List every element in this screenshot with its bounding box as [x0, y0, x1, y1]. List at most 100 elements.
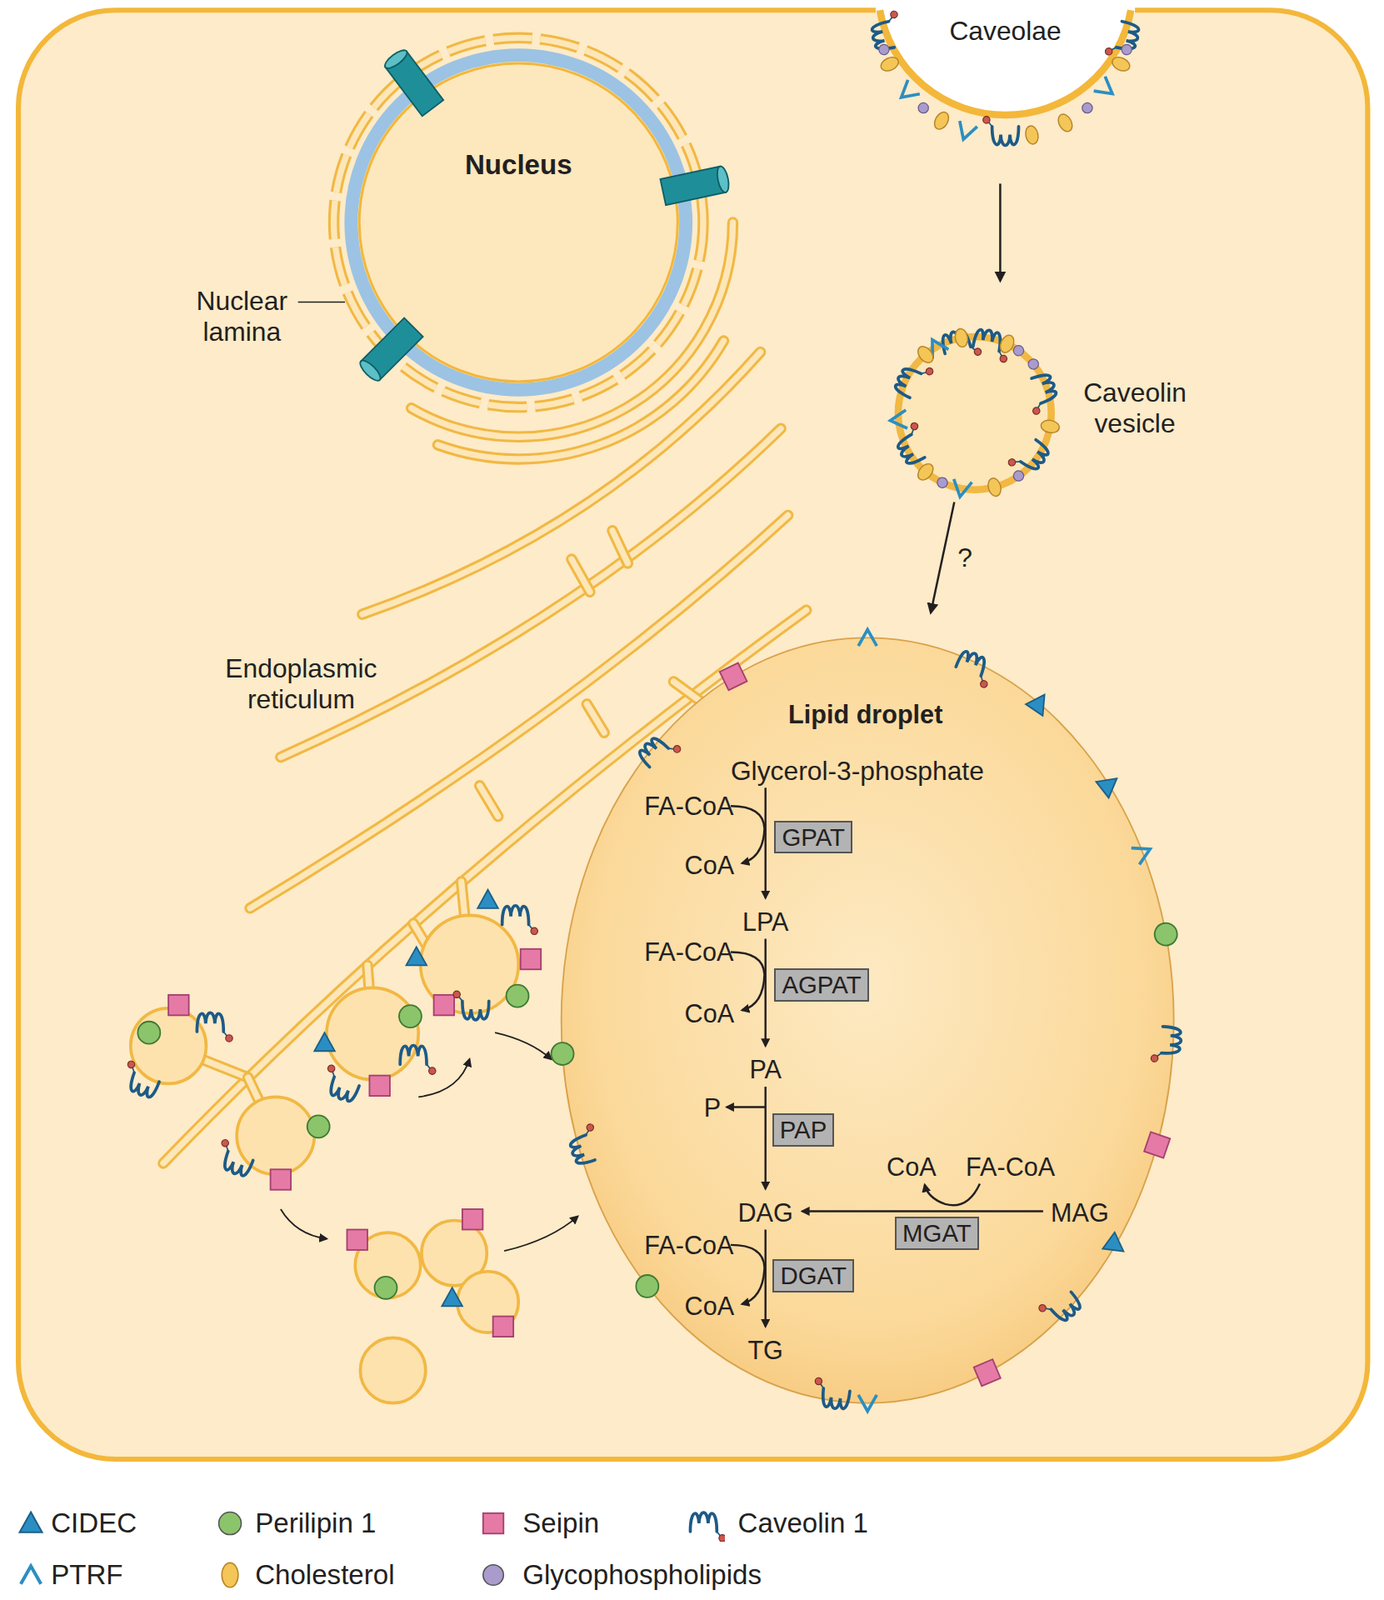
legend-swatch — [688, 1504, 725, 1542]
label-text: Endoplasmic reticulum — [194, 653, 409, 715]
membrane-proteins-part — [502, 905, 539, 935]
nucleus-drawing-part — [659, 164, 731, 205]
cell-membrane-part — [879, 9, 1131, 115]
label-text: Nuclear lamina — [175, 285, 309, 347]
label-text: Glycophospholipids — [522, 1558, 762, 1591]
endoplasmic-reticulum-part — [437, 340, 724, 460]
label-text: CoA — [684, 999, 735, 1029]
membrane-proteins-part — [879, 54, 901, 75]
label-text: CoA — [886, 1152, 937, 1182]
cell-membrane-part — [879, 9, 1131, 115]
label-text: MAG — [1050, 1198, 1110, 1228]
label-text: MGAT — [902, 1219, 972, 1248]
nucleus-drawing-part-part — [659, 166, 726, 205]
label-text: CoA — [684, 1291, 735, 1321]
membrane-proteins-part — [564, 1123, 605, 1167]
membrane-proteins-part — [1037, 1284, 1084, 1330]
legend-swatch — [12, 1556, 50, 1594]
membrane-proteins-part — [406, 946, 427, 965]
membrane-proteins-part — [520, 949, 541, 970]
membrane-proteins-part — [549, 1041, 575, 1066]
caveolae-pit: Caveolae — [883, 0, 1129, 154]
caveolin-vesicle: Caveolin vesicle — [898, 336, 1052, 490]
label-text: TG — [747, 1335, 784, 1365]
nucleus-drawing-part — [359, 63, 678, 382]
label-text: ? — [957, 542, 973, 574]
label-text: Nucleus — [464, 149, 573, 181]
membrane-proteins-part — [1131, 840, 1155, 865]
membrane-proteins-part — [1104, 19, 1141, 60]
membrane-proteins-part — [858, 629, 877, 647]
membrane-proteins-part — [1024, 124, 1040, 146]
membrane-proteins-part — [983, 116, 1020, 146]
membrane-proteins-part — [434, 994, 455, 1015]
membrane-proteins-part — [1094, 76, 1119, 101]
legend-swatch — [474, 1504, 512, 1542]
nucleus-circle: Nucleus — [365, 69, 673, 376]
membrane-proteins-part — [889, 409, 908, 430]
membrane-proteins-part — [374, 1276, 398, 1300]
endoplasmic-reticulum-part — [479, 785, 499, 817]
endoplasmic-reticulum-part — [586, 704, 605, 733]
membrane-proteins-part — [1079, 100, 1095, 115]
budding-droplets-part — [236, 1096, 315, 1175]
membrane-proteins-part — [399, 1044, 436, 1075]
label-text: FA-CoA — [965, 1152, 1055, 1182]
pathway-arrows-part — [764, 939, 766, 1047]
label-text: Seipin — [522, 1507, 600, 1539]
budding-droplets-part — [359, 1337, 425, 1403]
endoplasmic-reticulum-part — [571, 559, 590, 592]
membrane-proteins-part — [895, 79, 920, 105]
membrane-proteins-part — [453, 990, 490, 1020]
label-text: PAP — [779, 1115, 828, 1145]
lipid-droplet-drawing — [561, 637, 1175, 1403]
lipid-droplet: Lipid dropletGPATAGPATPAPMGATDGAT — [561, 638, 1175, 1404]
legend-symbol — [482, 1512, 503, 1533]
membrane-proteins-part — [314, 1032, 335, 1051]
membrane-proteins-part — [1152, 920, 1180, 948]
membrane-proteins-part — [196, 1012, 233, 1042]
label-text: PA — [749, 1054, 782, 1085]
legend-symbol — [221, 1562, 239, 1587]
pathway-arrows-part — [730, 1244, 765, 1305]
membrane-proteins-part — [1039, 419, 1060, 435]
label-text: Cholesterol — [254, 1558, 395, 1591]
nucleus-drawing-part — [334, 37, 704, 407]
endoplasmic-reticulum-part — [571, 559, 590, 592]
cell-membrane-part — [18, 9, 1368, 1459]
membrane-proteins-part — [892, 357, 935, 402]
membrane-proteins-part — [346, 1229, 367, 1250]
legend-symbol — [20, 1565, 41, 1584]
membrane-proteins-part — [877, 43, 890, 56]
budding-droplets-part — [280, 1209, 327, 1240]
nucleus-drawing-part — [298, 301, 345, 303]
enzyme-box: MGAT — [894, 1216, 980, 1250]
membrane-proteins-part — [213, 1138, 257, 1178]
nucleus-drawing-part — [357, 318, 424, 385]
endoplasmic-reticulum-part — [362, 351, 761, 615]
enzyme-box: AGPAT — [774, 968, 869, 1002]
pathway-arrows-part — [802, 1209, 1044, 1212]
membrane-proteins-part — [954, 120, 978, 142]
label-text: GPAT — [781, 823, 845, 852]
membrane-proteins-part — [935, 475, 950, 490]
membrane-proteins-part — [631, 1269, 664, 1302]
membrane-proteins-part — [441, 1287, 462, 1306]
nucleus-drawing-part-part — [382, 47, 410, 72]
pathway-arrows — [726, 787, 1044, 1327]
endoplasmic-reticulum-part — [586, 704, 605, 733]
membrane-proteins-part — [986, 476, 1004, 498]
enzyme-box: PAP — [772, 1113, 835, 1147]
label-text: Caveolin 1 — [738, 1507, 869, 1539]
endoplasmic-reticulum-part — [612, 530, 628, 564]
budding-droplets-part — [130, 1008, 207, 1085]
membrane-proteins-part — [636, 728, 683, 775]
membrane-proteins-part — [1150, 1025, 1182, 1063]
label-text: AGPAT — [781, 970, 861, 1000]
membrane-proteins-part — [974, 1359, 1001, 1386]
membrane-proteins-part — [307, 1114, 330, 1138]
membrane-proteins-part — [137, 1021, 160, 1045]
membrane-proteins-part — [1022, 371, 1062, 415]
label-text: Caveolin vesicle — [1063, 377, 1207, 439]
